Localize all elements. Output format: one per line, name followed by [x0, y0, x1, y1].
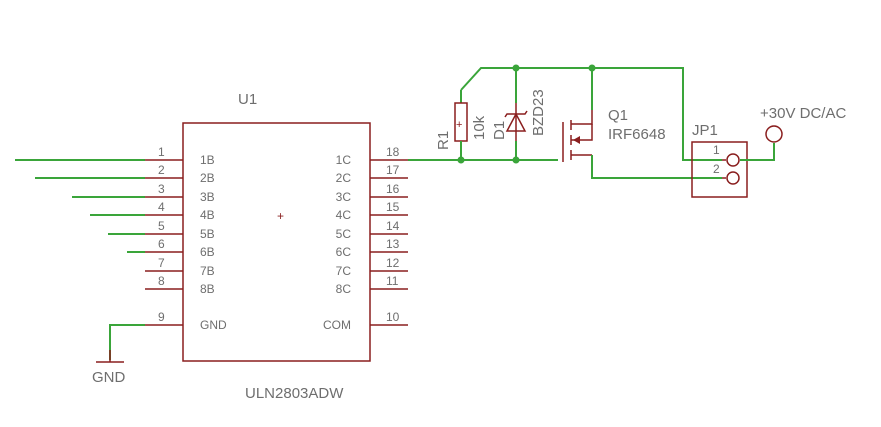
u1-pin-15[interactable]: 15 4C	[336, 200, 408, 222]
u1-pin-number: 4	[158, 200, 165, 214]
q1-ref: Q1	[608, 107, 628, 124]
u1-pin-name: 4B	[200, 208, 215, 222]
u1-pin-number: 18	[386, 145, 400, 159]
gnd-label: GND	[92, 369, 126, 386]
u1-pin-6[interactable]: 6 6B	[145, 237, 215, 259]
u1-pin-number: 14	[386, 219, 400, 233]
q1-drain-wire	[591, 155, 722, 179]
u1-pin-18[interactable]: 18 1C	[336, 145, 408, 167]
u1-pin-name: 2B	[200, 171, 215, 185]
r1-ref: R1	[435, 131, 452, 150]
u1-pin-name: 2C	[336, 171, 352, 185]
r1-resistor[interactable]: + R1 10k	[435, 102, 488, 160]
u1-pin-number: 6	[158, 237, 165, 251]
u1-pin-number: 8	[158, 274, 165, 288]
u1-pin-name: COM	[323, 318, 351, 332]
u1-body	[182, 122, 371, 362]
jp1-pin2-num: 2	[713, 162, 720, 176]
supply-terminal[interactable]: +30V DC/AC	[740, 105, 846, 161]
r1-origin-cross: +	[456, 119, 462, 131]
jp1-body	[691, 141, 748, 198]
u1-pin-number: 5	[158, 219, 165, 233]
u1-pin-7[interactable]: 7 7B	[145, 256, 215, 278]
q1-source-stub	[571, 110, 593, 125]
jp1-ref: JP1	[692, 122, 718, 139]
d1-zener-diode[interactable]: D1 BZD23	[491, 89, 547, 160]
u1-pin-number: 1	[158, 145, 165, 159]
u1-pin-name: 3C	[336, 190, 352, 204]
supply-terminal-circle	[765, 125, 783, 143]
d1-triangle	[505, 112, 527, 132]
u1-pin-name: 1B	[200, 153, 215, 167]
u1-pin-name: 8B	[200, 282, 215, 296]
u1-pin-14[interactable]: 14 5C	[336, 219, 408, 241]
u1-pin-number: 2	[158, 163, 165, 177]
output-net[interactable]	[408, 156, 558, 164]
u1-pin-number: 11	[386, 274, 399, 288]
d1-ref: D1	[491, 121, 508, 140]
q1-body-stub	[571, 124, 593, 141]
d1-value: BZD23	[530, 89, 547, 136]
u1-pin-number: 10	[386, 310, 400, 324]
u1-pin-number: 3	[158, 182, 165, 196]
top-wire	[460, 67, 722, 161]
u1-pin-name: GND	[200, 318, 227, 332]
d1-cathode-bar	[504, 110, 528, 118]
u1-pin-number: 15	[386, 200, 400, 214]
supply-label: +30V DC/AC	[760, 105, 846, 122]
u1-pin-name: 1C	[336, 153, 352, 167]
u1-pin-12[interactable]: 12 7C	[336, 256, 408, 278]
u1-pin-13[interactable]: 13 6C	[336, 237, 408, 259]
u1-value: ULN2803ADW	[245, 385, 344, 402]
supply-wire	[740, 143, 775, 161]
u1-pin-16[interactable]: 16 3C	[336, 182, 408, 204]
u1-pin-name: 6B	[200, 245, 215, 259]
u1-pin-number: 7	[158, 256, 165, 270]
u1-pin-number: 16	[386, 182, 400, 196]
jp1-pin2-circle[interactable]	[726, 171, 740, 185]
u1-chip[interactable]: U1 ULN2803ADW +	[182, 91, 371, 402]
u1-pin-name: 6C	[336, 245, 352, 259]
u1-ref: U1	[238, 91, 257, 108]
u1-pin-17[interactable]: 17 2C	[336, 163, 408, 185]
u1-pin-1[interactable]: 1 1B	[145, 145, 215, 167]
jp1-pin1-num: 1	[713, 143, 720, 157]
u1-pin-name: 4C	[336, 208, 352, 222]
q1-arrow	[573, 136, 580, 144]
jp1-pin1-circle[interactable]	[726, 153, 740, 167]
input-wires	[15, 159, 145, 253]
gnd-net[interactable]: GND	[92, 324, 145, 386]
r1-value: 10k	[471, 115, 488, 140]
q1-value: IRF6648	[608, 126, 666, 143]
u1-pin-4[interactable]: 4 4B	[145, 200, 215, 222]
u1-pin-3[interactable]: 3 3B	[145, 182, 215, 204]
u1-pin-name: 7B	[200, 264, 215, 278]
u1-pin-5[interactable]: 5 5B	[145, 219, 215, 241]
q1-mosfet[interactable]: Q1 IRF6648	[562, 107, 722, 179]
u1-pin-name: 8C	[336, 282, 352, 296]
u1-pin-number: 12	[386, 256, 400, 270]
jp1-connector[interactable]: 1 2 JP1	[691, 122, 748, 198]
u1-pin-name: 7C	[336, 264, 352, 278]
u1-origin-cross: +	[277, 209, 284, 223]
u1-pin-11[interactable]: 11 8C	[336, 274, 408, 296]
u1-pin-2[interactable]: 2 2B	[145, 163, 215, 185]
u1-pin-number: 9	[158, 310, 165, 324]
u1-pin-number: 17	[386, 163, 400, 177]
u1-pin-name: 3B	[200, 190, 215, 204]
u1-pin-name: 5C	[336, 227, 352, 241]
top-net[interactable]	[460, 64, 722, 161]
gnd-wire	[109, 324, 145, 360]
u1-pin-number: 13	[386, 237, 400, 251]
u1-pin-name: 5B	[200, 227, 215, 241]
u1-pin-8[interactable]: 8 8B	[145, 274, 215, 296]
